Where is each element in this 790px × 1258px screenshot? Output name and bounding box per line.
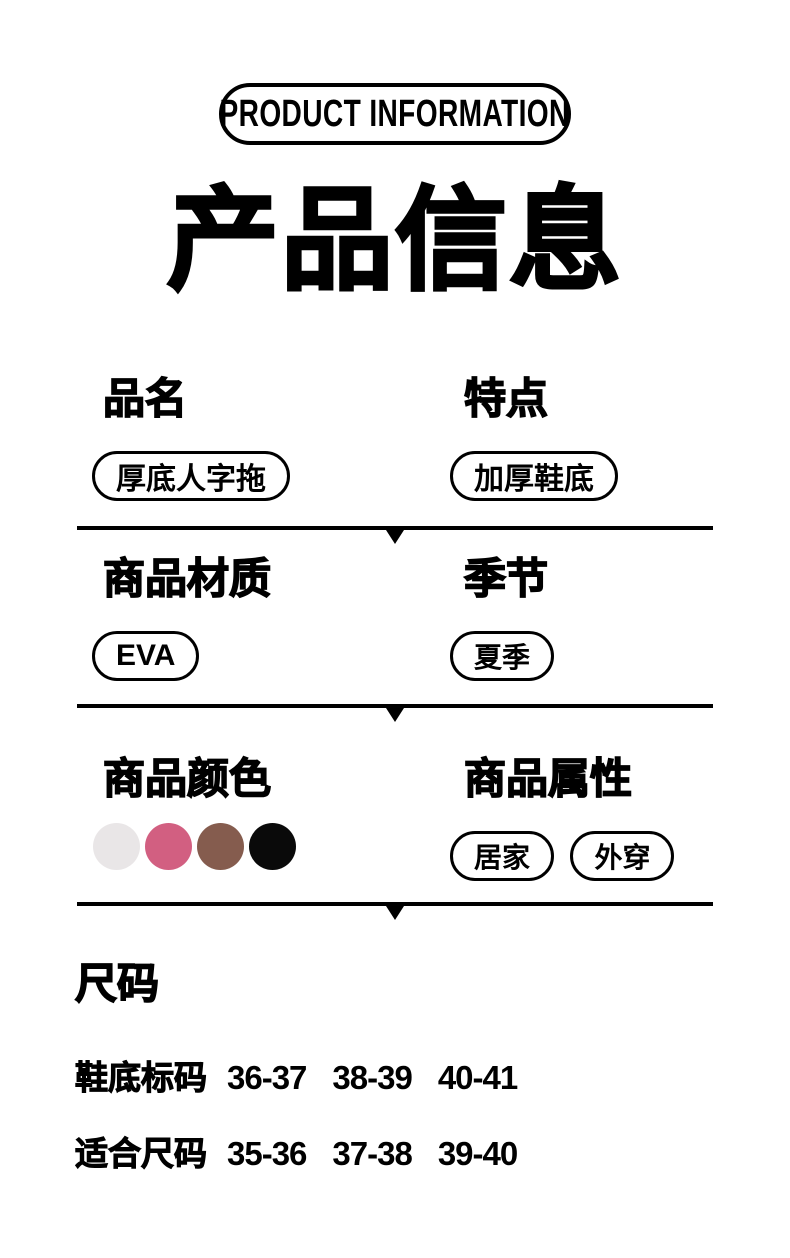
season-label: 季节 [463, 555, 549, 603]
feature-section: 特点 加厚鞋底 [448, 375, 715, 501]
season-value: 夏季 [450, 631, 555, 681]
page-title: 产品信息 [166, 177, 623, 304]
section-divider [77, 704, 713, 722]
color-swatch-light-gray [93, 823, 140, 870]
row-color-attribute: 商品颜色 商品属性 居家 外穿 [75, 755, 715, 881]
material-label: 商品材质 [102, 555, 272, 603]
color-swatches [93, 823, 448, 870]
size-row-fit-label: 适合尺码 [75, 1135, 208, 1173]
size-row-sole-label: 鞋底标码 [75, 1059, 208, 1097]
season-pill-wrap: 夏季 [450, 631, 715, 681]
material-pill-wrap: EVA [92, 631, 448, 681]
material-value: EVA [92, 631, 200, 681]
color-label: 商品颜色 [102, 755, 272, 803]
color-section: 商品颜色 [75, 755, 448, 881]
product-info-content: 品名 厚底人字拖 特点 加厚鞋底 商品材质 EVA 季节 夏季 [0, 375, 790, 1175]
size-row-fit: 适合尺码 35-36 37-38 39-40 [75, 1127, 715, 1175]
size-heading: 尺码 [74, 960, 160, 1008]
feature-label: 特点 [463, 375, 549, 423]
section-divider [77, 526, 713, 544]
arrow-down-icon [386, 708, 404, 722]
size-value: 40-41 [437, 1059, 518, 1096]
feature-value: 加厚鞋底 [450, 451, 618, 501]
attribute-value-outdoor: 外穿 [570, 831, 675, 881]
size-value: 38-39 [332, 1059, 412, 1096]
arrow-down-icon [386, 530, 404, 544]
feature-pill-wrap: 加厚鞋底 [450, 451, 715, 501]
size-value: 37-38 [332, 1135, 412, 1172]
product-name-pill-wrap: 厚底人字拖 [92, 451, 448, 501]
attribute-pill-wrap: 居家 外穿 [450, 831, 715, 881]
attribute-label: 商品属性 [463, 755, 633, 803]
color-swatch-black [249, 823, 296, 870]
product-name-value: 厚底人字拖 [92, 451, 290, 501]
size-row-sole: 鞋底标码 36-37 38-39 40-41 [75, 1051, 715, 1099]
color-swatch-pink [145, 823, 192, 870]
material-section: 商品材质 EVA [75, 555, 448, 681]
row-material-season: 商品材质 EVA 季节 夏季 [75, 555, 715, 681]
row-name-feature: 品名 厚底人字拖 特点 加厚鞋底 [75, 375, 715, 501]
product-information-badge: PRODUCT INFORMATION [219, 83, 571, 145]
size-value: 39-40 [437, 1135, 518, 1172]
arrow-down-icon [386, 906, 404, 920]
product-name-label: 品名 [102, 375, 188, 423]
size-value: 36-37 [227, 1059, 307, 1096]
attribute-value-home: 居家 [450, 831, 555, 881]
attribute-section: 商品属性 居家 外穿 [448, 755, 715, 881]
section-divider [77, 902, 713, 920]
size-value: 35-36 [227, 1135, 307, 1172]
product-information-badge-text: PRODUCT INFORMATION [219, 92, 571, 135]
color-swatch-brown [197, 823, 244, 870]
product-name-section: 品名 厚底人字拖 [75, 375, 448, 501]
season-section: 季节 夏季 [448, 555, 715, 681]
